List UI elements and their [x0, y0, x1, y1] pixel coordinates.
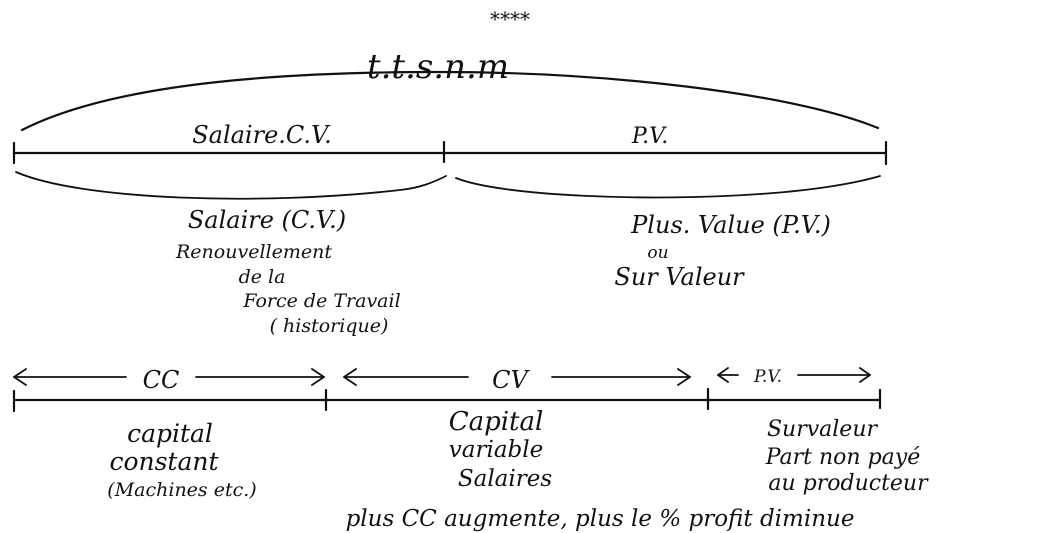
top-label: t.t.s.n.m — [367, 47, 509, 87]
footer-text: plus CC augmente, plus le % profit dimin… — [346, 506, 855, 532]
col1-line3: (Machines etc.) — [107, 479, 256, 501]
col3-line1: Survaleur — [767, 417, 879, 442]
bar2-seg2-label: CV — [492, 366, 530, 394]
left-note-line3: de la — [239, 266, 286, 288]
cc-arrow-right-head — [311, 368, 325, 386]
col2-line1: Capital — [449, 407, 544, 437]
right-note-line3: Sur Valeur — [614, 263, 745, 291]
col1-line1: capital — [127, 419, 213, 448]
cc-arrow-left-head — [13, 368, 27, 386]
bar1-right-label: P.V. — [631, 124, 668, 149]
lower-arc-left — [15, 171, 447, 200]
col3-line3: au producteur — [768, 471, 929, 496]
left-note-line2: Renouvellement — [175, 241, 332, 263]
bar2-seg1-label: CC — [143, 366, 180, 394]
lower-arc-right — [455, 175, 881, 199]
cv-arrow-left-head — [343, 368, 357, 386]
pv-arrow-right-head — [859, 367, 871, 383]
pv-arrow-left-head — [717, 367, 729, 383]
cv-arrow-right-head — [677, 368, 691, 386]
stars-heading: **** — [490, 7, 530, 31]
bar1-left-label: Salaire.C.V. — [192, 121, 332, 149]
col1-line2: constant — [109, 447, 219, 476]
right-note-line1: Plus. Value (P.V.) — [630, 211, 831, 239]
left-note-line1: Salaire (C.V.) — [188, 206, 346, 234]
upper-arc — [20, 70, 880, 132]
left-note-line4: Force de Travail — [242, 290, 400, 312]
right-note-line2: ou — [647, 243, 668, 263]
col3-line2: Part non payé — [765, 445, 921, 470]
bar2-seg3-label: P.V. — [753, 367, 782, 387]
left-note-line5: ( historique) — [270, 315, 389, 337]
col2-line3: Salaires — [458, 466, 552, 492]
col2-line2: variable — [449, 437, 543, 463]
